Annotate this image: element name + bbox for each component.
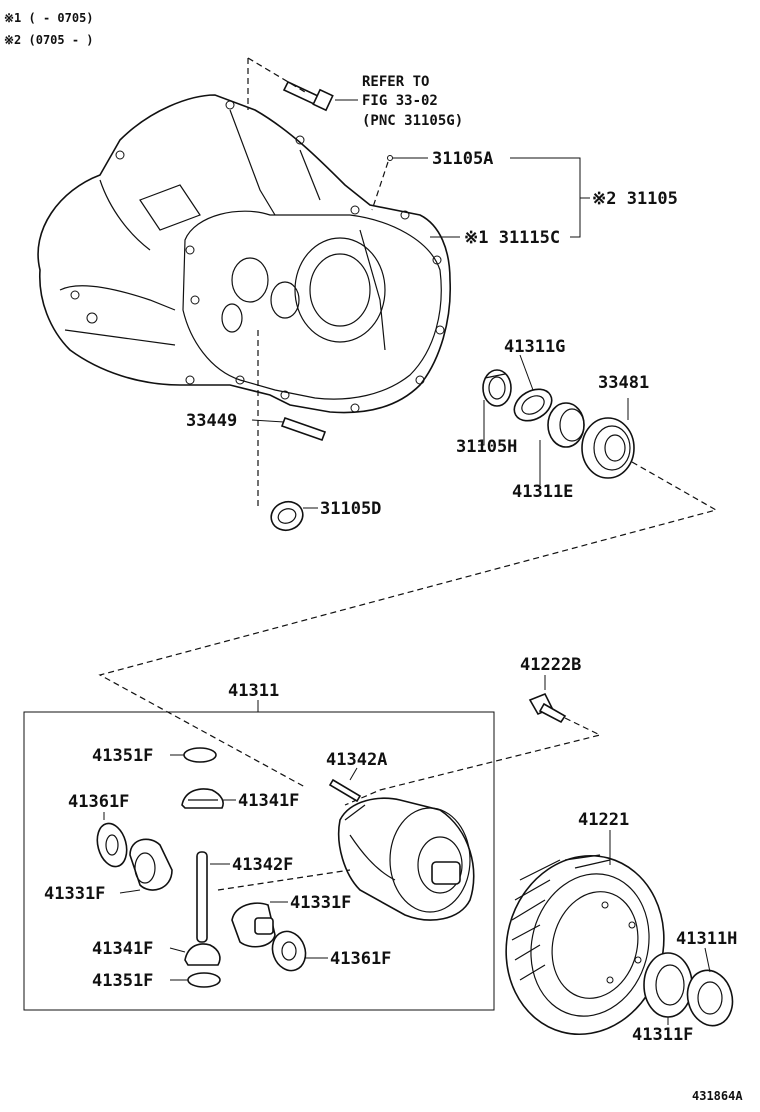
label-31105D: 31105D (320, 499, 381, 519)
differential-case (337, 797, 475, 921)
label-31105A: 31105A (432, 149, 493, 169)
bearing-41311E (547, 402, 585, 448)
transmission-case (37, 94, 452, 414)
label-41221: 41221 (578, 810, 629, 830)
washer-41361F-right (271, 930, 307, 972)
refer-line-2: FIG 33-02 (362, 93, 438, 109)
label-31115C: ※1 31115C (464, 228, 560, 248)
shim-41311G (513, 388, 553, 422)
label-41311: 41311 (228, 681, 279, 701)
label-41351F-bottom: 41351F (92, 971, 153, 991)
label-31105: ※2 31105 (592, 189, 678, 209)
label-41342F: 41342F (232, 855, 293, 875)
side-gear-41331F-left (129, 838, 173, 891)
seal-31105H (482, 369, 512, 407)
pinion-41341F-top (181, 788, 224, 809)
pin-33449 (280, 416, 327, 442)
washer-41311H (686, 969, 734, 1027)
label-41311H: 41311H (676, 929, 737, 949)
label-33449: 33449 (186, 411, 237, 431)
label-41311G: 41311G (504, 337, 565, 357)
label-33481: 33481 (598, 373, 649, 393)
label-41222B: 41222B (520, 655, 581, 675)
note-2: ※2 (0705 - ) (4, 33, 94, 47)
label-41341F-bottom: 41341F (92, 939, 153, 959)
washer-41351F-top (183, 747, 217, 763)
label-41361F-right: 41361F (330, 949, 391, 969)
shaft-41342F (196, 851, 208, 943)
label-41311F: 41311F (632, 1025, 693, 1045)
bearing-41311F (643, 952, 693, 1018)
refer-line-3: (PNC 31105G) (362, 113, 463, 129)
figure-id: 431864A (692, 1089, 743, 1103)
bolt-41222B (528, 692, 567, 724)
label-31105H: 31105H (456, 437, 517, 457)
label-41361F-left: 41361F (68, 792, 129, 812)
oil-seal-33481 (581, 417, 635, 479)
differential-assembly-box (23, 711, 495, 1011)
label-41331F-right: 41331F (290, 893, 351, 913)
label-41331F-left: 41331F (44, 884, 105, 904)
label-41311E: 41311E (512, 482, 573, 502)
note-1: ※1 ( - 0705) (4, 11, 94, 25)
refer-line-1: REFER TO (362, 74, 429, 90)
side-gear-41331F-right (231, 902, 276, 948)
label-41341F-top: 41341F (238, 791, 299, 811)
pin-41342A (328, 778, 362, 803)
label-41351F-top: 41351F (92, 746, 153, 766)
pinion-41341F-bottom (184, 943, 221, 966)
bolt-refer (282, 80, 334, 112)
washer-41351F-bottom (187, 972, 221, 988)
label-41342A: 41342A (326, 750, 387, 770)
seal-31105D (270, 500, 304, 532)
ring-gear-41221 (505, 854, 665, 1036)
washer-41361F-left (96, 822, 128, 868)
